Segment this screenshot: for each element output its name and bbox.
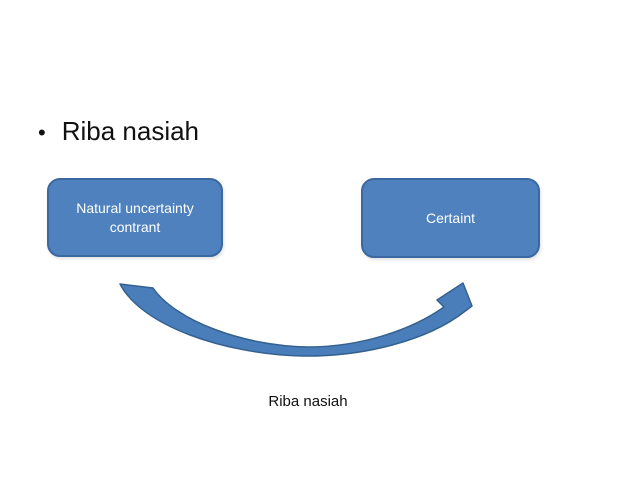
shape-certain: Certaint bbox=[361, 178, 540, 258]
shape-natural-uncertainty-contract: Natural uncertainty contrant bbox=[47, 178, 223, 257]
bullet-icon: • bbox=[38, 120, 46, 145]
slide-title-text: Riba nasiah bbox=[61, 116, 200, 146]
shape-label: Natural uncertainty contrant bbox=[76, 199, 194, 235]
slide-title: • Riba nasiah bbox=[38, 114, 199, 150]
arrow-caption: Riba nasiah bbox=[268, 393, 348, 410]
shape-label: Certaint bbox=[425, 209, 476, 226]
curved-arrow-path bbox=[119, 282, 473, 357]
